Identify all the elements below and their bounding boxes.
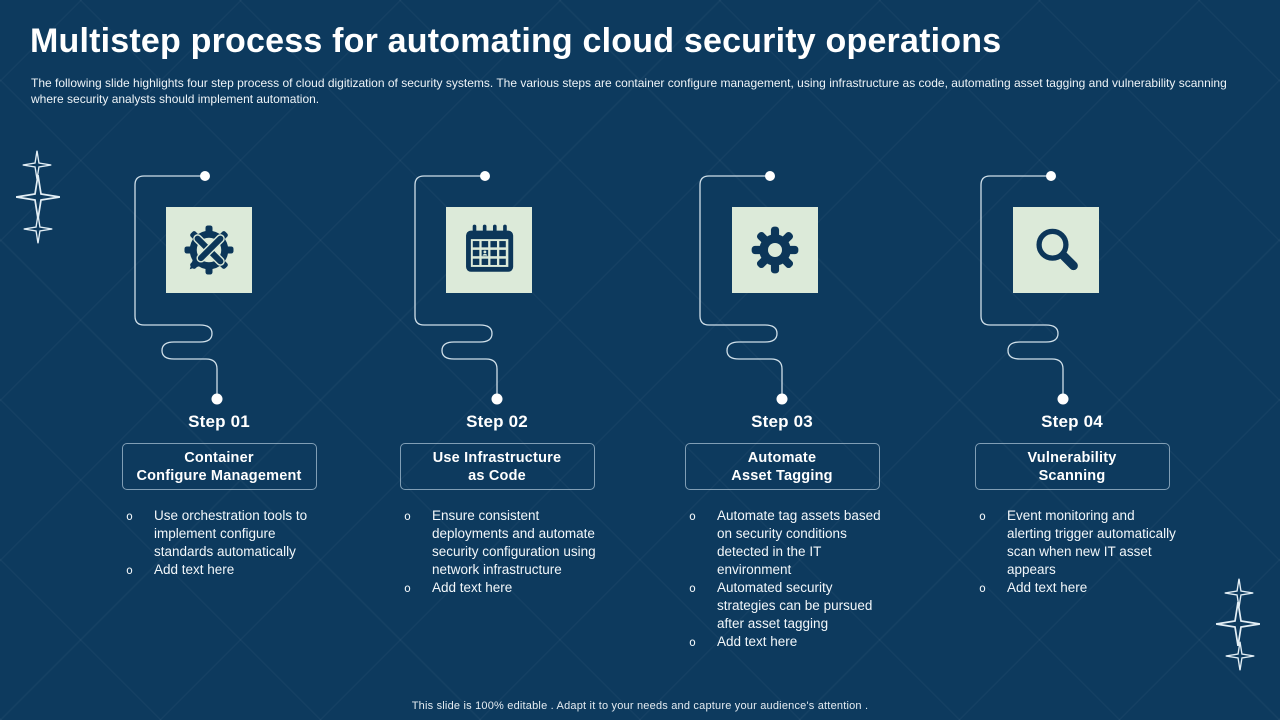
sparkle-icon (23, 214, 53, 244)
step-title-line: Asset Tagging (731, 467, 833, 484)
step-title-line: Configure Management (136, 467, 302, 484)
bullet-item: Add text here (398, 579, 602, 597)
bullet-list: Event monitoring and alerting trigger au… (973, 507, 1177, 597)
step1-icon-tile (166, 207, 252, 293)
connector-line (699, 171, 788, 405)
sparkle-icon (1216, 602, 1260, 646)
bullet-list: Automate tag assets based on security co… (683, 507, 887, 651)
step-column-2: Step 02 Use Infrastructure as Code Ensur… (392, 412, 602, 597)
step-column-3: Step 03 Automate Asset Tagging Automate … (677, 412, 887, 651)
bullet-item: Event monitoring and alerting trigger au… (973, 507, 1177, 579)
step-title-line: Use Infrastructure (432, 449, 562, 466)
step-title-line: Scanning (1038, 467, 1106, 484)
bullet-item: Use orchestration tools to implement con… (120, 507, 324, 561)
gear-icon (751, 226, 799, 274)
step-title-line: Container (184, 449, 254, 466)
step-column-4: Step 04 Vulnerability Scanning Event mon… (967, 412, 1177, 597)
page-title: Multistep process for automating cloud s… (30, 22, 1002, 60)
footer-note: This slide is 100% editable . Adapt it t… (411, 700, 869, 712)
step-label: Step 01 (188, 412, 250, 431)
step3-icon-tile (732, 207, 818, 293)
sparkle-icon (1225, 641, 1255, 671)
magnifier-icon (1036, 228, 1078, 271)
step-title-box: Automate Asset Tagging (684, 443, 880, 490)
step-title-line: Automate (747, 449, 817, 466)
bullet-item: Add text here (973, 579, 1177, 597)
step-title-line: Vulnerability (1027, 449, 1117, 466)
step-label: Step 04 (1041, 412, 1103, 431)
connector-line (414, 171, 503, 405)
step4-icon-tile (1013, 207, 1099, 293)
bullet-list: Use orchestration tools to implement con… (120, 507, 324, 579)
connector-line (134, 171, 223, 405)
connector-line (980, 171, 1069, 405)
step-column-1: Step 01 Container Configure Management U… (114, 412, 324, 579)
bullet-item: Add text here (120, 561, 324, 579)
bullet-item: Add text here (683, 633, 887, 651)
step-title-box: Container Configure Management (121, 443, 317, 490)
step-title-line: as Code (468, 467, 526, 484)
step-label: Step 02 (466, 412, 528, 431)
step-title-box: Vulnerability Scanning (974, 443, 1170, 490)
step-title-box: Use Infrastructure as Code (399, 443, 595, 490)
gear-pencil-icon (184, 225, 234, 275)
calendar-schedule-icon (466, 224, 514, 272)
bullet-item: Automated security strategies can be pur… (683, 579, 887, 633)
bullet-item: Automate tag assets based on security co… (683, 507, 887, 579)
step-label: Step 03 (751, 412, 813, 431)
step2-icon-tile (446, 207, 532, 293)
bullet-list: Ensure consistent deployments and automa… (398, 507, 602, 597)
slide-description: The following slide highlights four step… (31, 76, 1227, 106)
bullet-item: Ensure consistent deployments and automa… (398, 507, 602, 579)
